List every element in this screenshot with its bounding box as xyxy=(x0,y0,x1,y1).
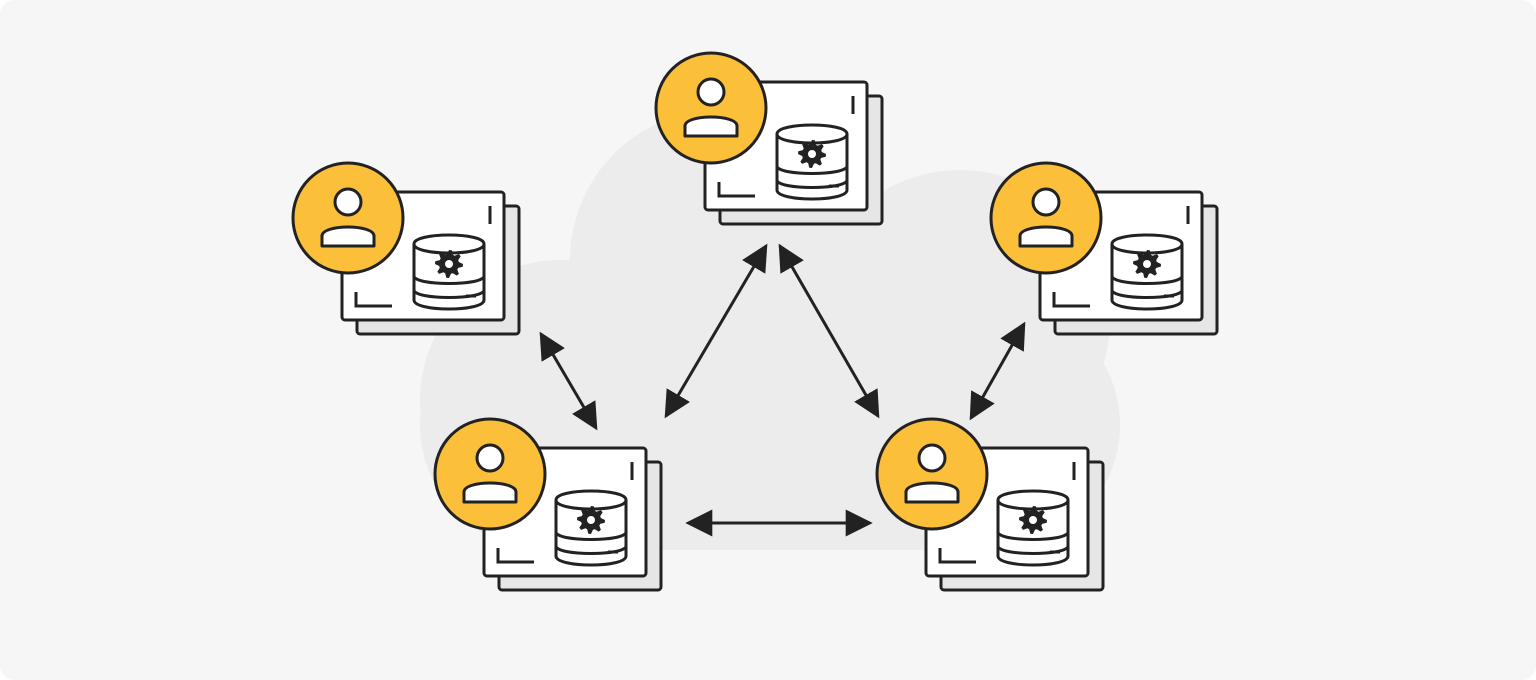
database-icon xyxy=(996,489,1070,567)
database-divider xyxy=(1110,275,1184,285)
database-divider xyxy=(554,545,628,555)
database-icon xyxy=(554,489,628,567)
gear-hole xyxy=(445,260,453,268)
database-divider xyxy=(1110,289,1184,299)
node-lower-right xyxy=(875,417,1105,592)
window-corner-line xyxy=(938,548,976,564)
user-head xyxy=(696,77,726,107)
database-divider xyxy=(412,289,486,299)
nodes xyxy=(291,51,1219,592)
user-icon xyxy=(291,161,405,275)
database-icon xyxy=(1110,233,1184,311)
user-head xyxy=(917,443,947,473)
avatar-circle xyxy=(875,417,989,531)
user-head xyxy=(333,187,363,217)
user-body xyxy=(462,481,518,504)
avatar-circle xyxy=(654,51,768,165)
user-head xyxy=(475,443,505,473)
user-icon xyxy=(654,51,768,165)
node-upper-left xyxy=(291,161,521,336)
database-divider xyxy=(775,179,849,189)
connection-upper-left-lower-left xyxy=(539,331,598,431)
user-body xyxy=(320,225,376,248)
avatar-circle xyxy=(433,417,547,531)
user-icon xyxy=(875,417,989,531)
database-divider xyxy=(996,531,1070,541)
avatar-circle xyxy=(291,161,405,275)
user-icon xyxy=(433,417,547,531)
user-body xyxy=(1018,225,1074,248)
connection-upper-right-lower-right xyxy=(969,321,1026,421)
gear-hole xyxy=(587,516,595,524)
database-icon xyxy=(412,233,486,311)
database-divider xyxy=(996,545,1070,555)
database-icon xyxy=(775,123,849,201)
user-body xyxy=(904,481,960,504)
gear-hole xyxy=(1029,516,1037,524)
window-corner-line xyxy=(496,548,534,564)
user-body xyxy=(683,115,739,138)
node-lower-left xyxy=(433,417,663,592)
database-divider xyxy=(775,165,849,175)
connections xyxy=(539,243,1026,537)
node-top xyxy=(654,51,884,226)
window-corner-line xyxy=(1052,292,1090,308)
connection-top-lower-right xyxy=(778,243,880,419)
node-upper-right xyxy=(989,161,1219,336)
window-corner-line xyxy=(717,182,755,198)
database-divider xyxy=(412,275,486,285)
database-divider xyxy=(554,531,628,541)
user-icon xyxy=(989,161,1103,275)
window-corner-line xyxy=(354,292,392,308)
user-head xyxy=(1031,187,1061,217)
gear-hole xyxy=(808,150,816,158)
avatar-circle xyxy=(989,161,1103,275)
connection-top-lower-left xyxy=(664,243,768,419)
gear-hole xyxy=(1143,260,1151,268)
